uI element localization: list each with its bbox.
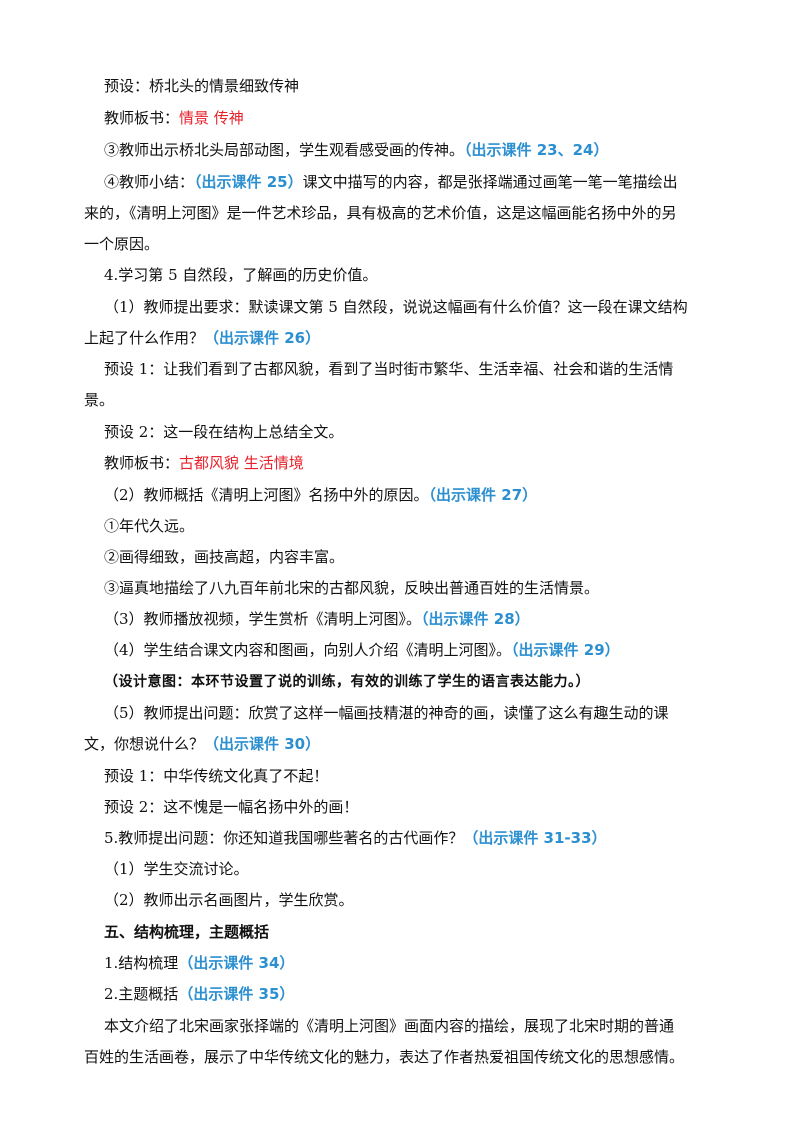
text: （4）学生结合课文内容和图画，向别人介绍《清明上河图》。 — [104, 641, 512, 659]
courseware-ref: （出示课件 26） — [204, 329, 321, 347]
courseware-ref: （出示课件 35） — [178, 985, 295, 1003]
text: 预设 2：这不愧是一幅名扬中外的画！ — [104, 798, 359, 816]
summary-line-cont: 一个原因。 — [84, 234, 704, 256]
text: 本文介绍了北宋画家张择端的《清明上河图》画面内容的描绘，展现了北宋时期的普通 — [104, 1017, 675, 1035]
text: 百姓的生活画卷，展示了中华传统文化的魅力，表达了作者热爱祖国传统文化的思想感情。 — [84, 1048, 685, 1066]
step-line: （4）学生结合课文内容和图画，向别人介绍《清明上河图》。（出示课件 29） — [104, 640, 724, 662]
preset-line-cont: 景。 — [84, 390, 704, 412]
text: 预设 1：中华传统文化真了不起！ — [104, 767, 329, 785]
summary-line: ④教师小结：（出示课件 25）课文中描写的内容，都是张择端通过画笔一笔一笔描绘出 — [104, 172, 724, 194]
text: ③逼真地描绘了八九百年前北宋的古都风貌，反映出普通百姓的生活情景。 — [104, 579, 600, 597]
section-line: 1.结构梳理（出示课件 34） — [104, 953, 724, 975]
courseware-ref: （出示课件 34） — [178, 954, 295, 972]
text: 4.学习第 5 自然段，了解画的历史价值。 — [104, 266, 378, 284]
text: （5）教师提出问题：欣赏了这样一幅画技精湛的神奇的画，读懂了这么有趣生动的课 — [104, 704, 669, 722]
text: （1）学生交流讨论。 — [104, 860, 249, 878]
text: 来的，《清明上河图》是一件艺术珍品，具有极高的艺术价值，这是这幅画能名扬中外的另 — [84, 204, 677, 222]
section-heading: 五、结构梳理，主题概括 — [104, 922, 724, 944]
text: 教师板书： — [104, 109, 180, 127]
text: 上起了什么作用？ — [84, 329, 205, 347]
reason-line: ②画得细致，画技高超，内容丰富。 — [104, 547, 724, 569]
courseware-ref: （出示课件 30） — [204, 735, 321, 753]
paragraph-line: 本文介绍了北宋画家张择端的《清明上河图》画面内容的描绘，展现了北宋时期的普通 — [104, 1016, 724, 1038]
text: ②画得细致，画技高超，内容丰富。 — [104, 548, 345, 566]
section-line: 2.主题概括（出示课件 35） — [104, 984, 724, 1006]
text: ①年代久远。 — [104, 517, 195, 535]
text: 1.结构梳理 — [104, 954, 179, 972]
text: 预设 2：这一段在结构上总结全文。 — [104, 423, 344, 441]
section-line: 5.教师提出问题：你还知道我国哪些著名的古代画作？（出示课件 31-33） — [104, 828, 724, 850]
preset-line: 预设 2：这不愧是一幅名扬中外的画！ — [104, 797, 724, 819]
text: 教师板书： — [104, 454, 180, 472]
step-line: （1）学生交流讨论。 — [104, 859, 724, 881]
text: （3）教师播放视频，学生赏析《清明上河图》。 — [104, 610, 422, 628]
preset-line: 预设 2：这一段在结构上总结全文。 — [104, 422, 724, 444]
text: （2）教师出示名画图片，学生欣赏。 — [104, 891, 354, 909]
courseware-ref: （出示课件 23、24） — [464, 141, 609, 159]
text: 5.教师提出问题：你还知道我国哪些著名的古代画作？ — [104, 829, 464, 847]
text: 一个原因。 — [84, 235, 160, 253]
text: 课文中描写的内容，都是张择端通过画笔一笔一笔描绘出 — [302, 173, 678, 191]
courseware-ref: （出示课件 31-33） — [463, 829, 607, 847]
text: 文，你想说什么？ — [84, 735, 205, 753]
question-line-cont: 文，你想说什么？（出示课件 30） — [84, 734, 704, 756]
board-text: 古都风貌 生活情境 — [179, 454, 304, 472]
paragraph-line-cont: 百姓的生活画卷，展示了中华传统文化的魅力，表达了作者热爱祖国传统文化的思想感情。 — [84, 1047, 734, 1069]
requirement-line: （1）教师提出要求：默读课文第 5 自然段，说说这幅画有什么价值？这一段在课文结… — [104, 297, 724, 319]
text: 预设：桥北头的情景细致传神 — [104, 77, 300, 95]
text: （1）教师提出要求：默读课文第 5 自然段，说说这幅画有什么价值？这一段在课文结… — [104, 298, 688, 316]
question-line: （5）教师提出问题：欣赏了这样一幅画技精湛的神奇的画，读懂了这么有趣生动的课 — [104, 703, 724, 725]
step-line: （2）教师出示名画图片，学生欣赏。 — [104, 890, 724, 912]
reason-line: ③逼真地描绘了八九百年前北宋的古都风貌，反映出普通百姓的生活情景。 — [104, 578, 724, 600]
board-writing-line: 教师板书：情景 传神 — [104, 108, 724, 130]
text: 预设 1：让我们看到了古都风貌，看到了当时街市繁华、生活幸福、社会和谐的生活情 — [104, 360, 674, 378]
text: 五、结构梳理，主题概括 — [104, 923, 270, 941]
design-intent: （设计意图：本环节设置了说的训练，有效的训练了学生的语言表达能力。） — [104, 672, 724, 694]
text: 景。 — [84, 391, 115, 409]
preset-line: 预设 1：中华传统文化真了不起！ — [104, 766, 724, 788]
courseware-ref: （出示课件 25） — [194, 173, 303, 191]
board-writing-line: 教师板书：古都风貌 生活情境 — [104, 453, 724, 475]
step-line: （2）教师概括《清明上河图》名扬中外的原因。（出示课件 27） — [104, 485, 724, 507]
courseware-ref: （出示课件 27） — [428, 486, 538, 504]
text: 2.主题概括 — [104, 985, 179, 1003]
text: ③教师出示桥北头局部动图，学生观看感受画的传神。 — [104, 141, 465, 159]
section-line: 4.学习第 5 自然段，了解画的历史价值。 — [104, 265, 724, 287]
preset-line: 预设 1：让我们看到了古都风貌，看到了当时街市繁华、生活幸福、社会和谐的生活情 — [104, 359, 724, 381]
reason-line: ①年代久远。 — [104, 516, 724, 538]
text: （2）教师概括《清明上河图》名扬中外的原因。 — [104, 486, 429, 504]
step-line: （3）教师播放视频，学生赏析《清明上河图》。（出示课件 28） — [104, 609, 724, 631]
text: （设计意图：本环节设置了说的训练，有效的训练了学生的语言表达能力。） — [104, 674, 590, 690]
board-text: 情景 传神 — [179, 109, 244, 127]
requirement-line-cont: 上起了什么作用？（出示课件 26） — [84, 328, 704, 350]
preset-line: 预设：桥北头的情景细致传神 — [104, 76, 724, 98]
summary-line-cont: 来的，《清明上河图》是一件艺术珍品，具有极高的艺术价值，这是这幅画能名扬中外的另 — [84, 203, 724, 225]
step-line: ③教师出示桥北头局部动图，学生观看感受画的传神。（出示课件 23、24） — [104, 140, 724, 162]
text: ④教师小结： — [104, 173, 195, 191]
courseware-ref: （出示课件 28） — [421, 610, 530, 628]
courseware-ref: （出示课件 29） — [511, 641, 620, 659]
